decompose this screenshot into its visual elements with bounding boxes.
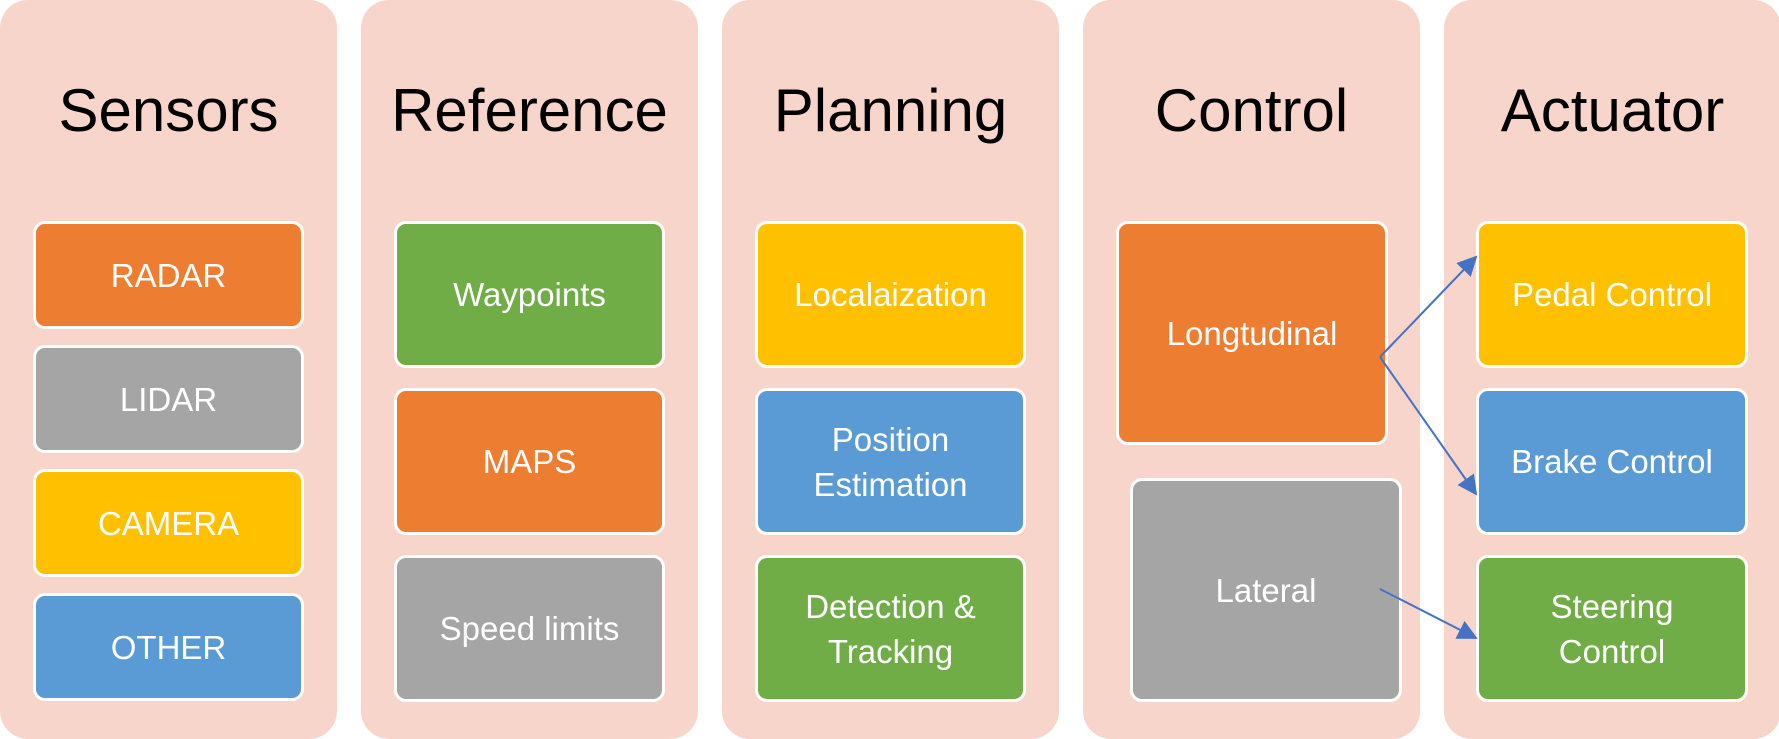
box-label: Lateral <box>1215 571 1317 609</box>
box-steering-control: Steering Control <box>1476 555 1748 702</box>
box-speed-limits: Speed limits <box>394 555 665 702</box>
box-label: Brake Control <box>1511 443 1713 480</box>
box-label: LIDAR <box>119 380 218 418</box>
box-label: Pedal Control <box>1512 276 1712 313</box>
column-title-reference: Reference <box>391 77 668 144</box>
box-waypoints: Waypoints <box>394 221 665 368</box>
column-actuator: Actuator Pedal Control Brake Control Ste… <box>1444 0 1779 739</box>
box-label: CAMERA <box>97 504 240 542</box>
column-sensors: Sensors RADAR LIDAR CAMERA OTHER <box>0 0 337 739</box>
box-label: MAPS <box>482 443 577 480</box>
box-label: Waypoints <box>453 276 606 313</box>
box-label: Longtudinal <box>1166 314 1338 352</box>
box-radar: RADAR <box>33 221 304 329</box>
box-detection-tracking: Detection & Tracking <box>755 555 1026 702</box>
box-label: Detection & Tracking <box>805 587 976 670</box>
box-label: Position Estimation <box>813 420 968 503</box>
column-title-planning: Planning <box>773 77 1008 144</box>
box-label: Localaization <box>794 276 987 313</box>
box-longitudinal: Longtudinal <box>1116 221 1388 445</box>
column-title-control: Control <box>1154 77 1349 144</box>
box-localization: Localaization <box>755 221 1026 368</box>
column-title-sensors: Sensors <box>58 77 279 144</box>
box-label: Speed limits <box>439 610 620 647</box>
column-control: Control Longtudinal Lateral <box>1083 0 1420 739</box>
box-lateral: Lateral <box>1130 478 1402 702</box>
box-label: OTHER <box>110 628 227 666</box>
box-camera: CAMERA <box>33 469 304 577</box>
column-reference: Reference Waypoints MAPS Speed limits <box>361 0 698 739</box>
box-brake-control: Brake Control <box>1476 388 1748 535</box>
column-planning: Planning Localaization Position Estimati… <box>722 0 1059 739</box>
box-label: Steering Control <box>1550 587 1674 670</box>
box-other: OTHER <box>33 593 304 701</box>
box-maps: MAPS <box>394 388 665 535</box>
column-title-actuator: Actuator <box>1500 77 1725 144</box>
box-pedal-control: Pedal Control <box>1476 221 1748 368</box>
box-position-estimation: Position Estimation <box>755 388 1026 535</box>
box-label: RADAR <box>110 256 227 294</box>
box-lidar: LIDAR <box>33 345 304 453</box>
